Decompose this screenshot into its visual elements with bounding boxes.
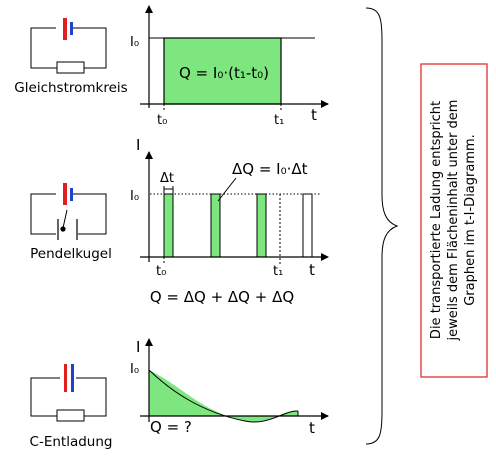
discharge-y-tick: I₀ xyxy=(130,362,139,377)
pendulum-y-tick: I₀ xyxy=(130,189,139,204)
pendulum-circuit xyxy=(30,183,107,240)
discharge-resistor xyxy=(56,409,85,422)
discharge-charge-area xyxy=(149,370,298,422)
dc-circuit-label: Gleichstromkreis xyxy=(14,80,127,96)
capacitor-plate-plus xyxy=(64,364,67,392)
pendulum-x-axis-label: t xyxy=(309,261,315,279)
pendulum-sum-formula: Q = ΔQ + ΔQ + ΔQ xyxy=(150,288,294,306)
dc-x-tick-start: t₀ xyxy=(157,113,167,128)
pendulum-battery-minus xyxy=(70,188,73,201)
dc-battery-minus xyxy=(70,22,73,35)
dc-y-tick: I₀ xyxy=(130,35,139,50)
note-line-1: Die transportierte Ladung entspricht xyxy=(429,101,444,339)
pendulum-x-tick-end: t₁ xyxy=(273,264,283,279)
pendulum-string xyxy=(62,209,68,229)
pendulum-pulse-4 xyxy=(302,193,313,258)
note-text: Die transportierte Ladung entspricht jew… xyxy=(429,100,478,342)
dc-formula: Q = I₀·(t₁-t₀) xyxy=(179,64,269,82)
pendulum-pulse-3 xyxy=(256,193,267,258)
dc-battery-plus xyxy=(63,18,67,40)
discharge-circuit xyxy=(30,364,107,422)
delta-q-pointer xyxy=(217,177,237,202)
dc-graph xyxy=(140,5,329,112)
capacitor-plate-minus xyxy=(71,364,74,392)
curly-brace xyxy=(365,7,399,445)
dc-resistor xyxy=(56,61,85,74)
pendulum-battery-plus xyxy=(63,183,67,205)
pendulum-delta-t: Δt xyxy=(160,171,174,186)
pendulum-pulse-1 xyxy=(163,193,174,258)
discharge-curve xyxy=(148,369,299,423)
note-line-2: jeweils dem Flächeninhalt unter dem xyxy=(446,100,461,342)
dc-x-axis-label: t xyxy=(311,106,317,124)
pendulum-x-tick-start: t₀ xyxy=(156,264,166,279)
pendulum-circuit-label: Pendelkugel xyxy=(30,246,112,262)
dc-x-tick-end: t₁ xyxy=(274,113,284,128)
discharge-x-axis-label: t xyxy=(309,419,315,437)
pendulum-graph xyxy=(140,151,329,264)
pendulum-delta-q-formula: ΔQ = I₀·Δt xyxy=(232,160,308,178)
discharge-area-label: Q = ? xyxy=(150,418,192,436)
pendulum-y-axis-label: I xyxy=(136,136,140,154)
discharge-y-axis-label: I xyxy=(136,338,140,356)
note-box xyxy=(420,63,488,378)
note-line-3: Graphen im t-I-Diagramm. xyxy=(463,134,478,306)
discharge-graph xyxy=(140,338,329,423)
pendulum-pulse-2 xyxy=(210,193,221,258)
dc-circuit xyxy=(30,18,107,74)
dc-charge-area xyxy=(163,37,282,105)
pendulum-ball xyxy=(60,226,66,232)
discharge-circuit-label: C-Entladung xyxy=(30,434,113,450)
